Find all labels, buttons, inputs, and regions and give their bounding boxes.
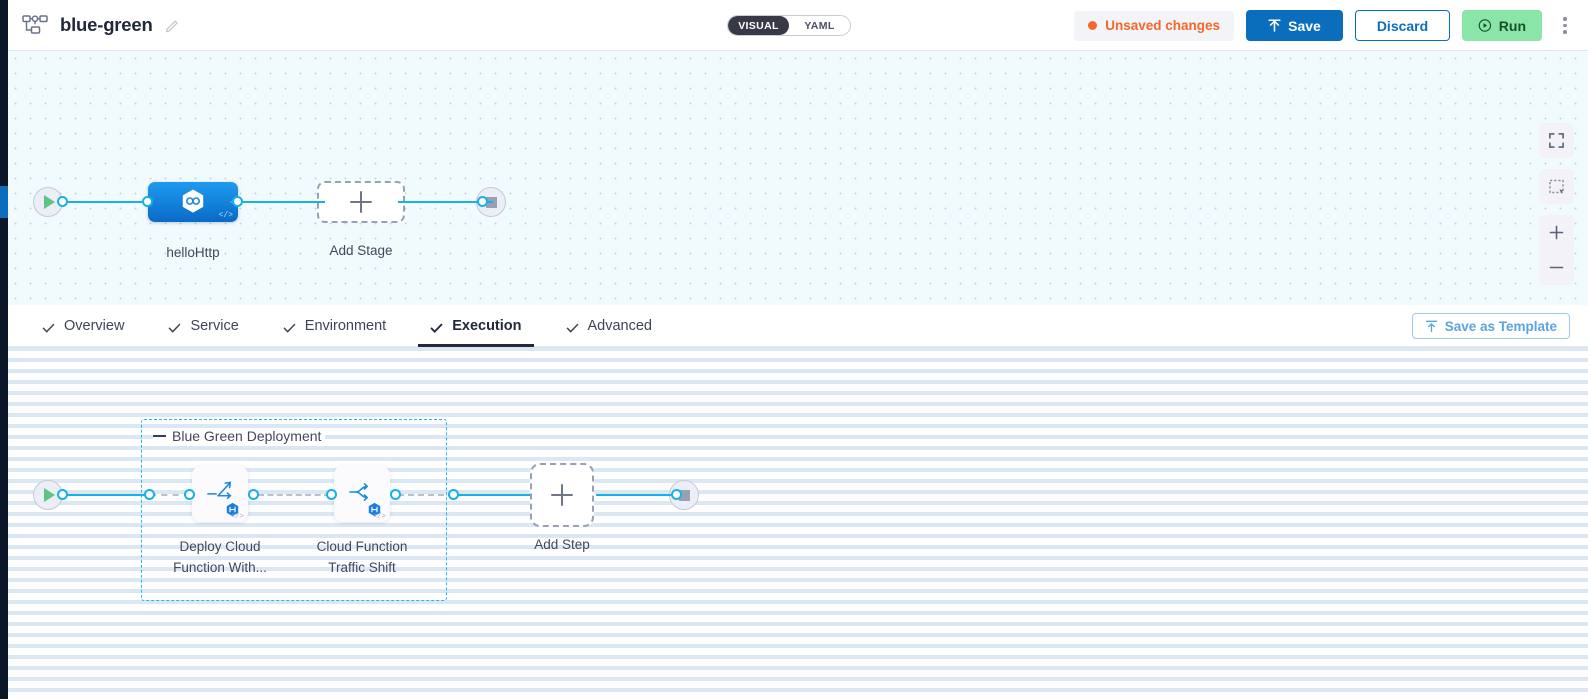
mode-toggle[interactable]: VISUAL YAML	[727, 15, 851, 36]
zoom-in-icon[interactable]	[1539, 215, 1574, 250]
pencil-icon[interactable]	[165, 17, 181, 33]
save-as-template-button[interactable]: Save as Template	[1411, 313, 1570, 339]
add-stage-label: Add Stage	[329, 243, 393, 258]
step-group-title[interactable]: Blue Green Deployment	[153, 428, 326, 444]
save-as-template-label: Save as Template	[1444, 318, 1557, 334]
tab-overview[interactable]: Overview	[20, 305, 146, 347]
deploy-cloud-function-icon	[205, 478, 235, 511]
step-node-traffic-shift[interactable]: </>	[334, 466, 390, 522]
edge-stage-to-addstage	[230, 201, 325, 203]
edge-addstep-to-end	[596, 494, 680, 496]
play-icon	[44, 195, 55, 209]
app-header: blue-green VISUAL YAML Unsaved changes S…	[0, 0, 1588, 51]
left-nav-rail	[0, 0, 8, 699]
page-title: blue-green	[60, 14, 153, 35]
step1-code-marker: </>	[230, 513, 244, 521]
check-icon	[566, 321, 579, 333]
plus-icon	[551, 484, 573, 506]
port-steps-end-in[interactable]	[671, 489, 682, 500]
play-icon	[44, 488, 55, 502]
discard-button-label: Discard	[1376, 17, 1429, 34]
edge-addstage-to-end	[398, 201, 493, 203]
plus-icon	[350, 191, 372, 213]
check-icon	[168, 321, 181, 333]
canvas-controls	[1539, 123, 1574, 285]
header-actions: Unsaved changes Save Discard Run	[1074, 0, 1574, 51]
port-step1-in[interactable]	[184, 489, 195, 500]
tab-service-label: Service	[190, 317, 239, 334]
port-stage-out[interactable]	[232, 196, 243, 207]
edge-group-to-step1	[150, 494, 190, 496]
stage-node-label: helloHttp	[166, 245, 220, 260]
stage-node-hellohttp[interactable]: </>	[148, 182, 238, 222]
step-node-deploy-cloud-function[interactable]: </>	[192, 466, 248, 522]
edge-start-to-group	[60, 494, 150, 496]
play-circle-icon	[1478, 19, 1492, 32]
tab-execution[interactable]: Execution	[408, 305, 543, 347]
check-icon	[283, 321, 296, 333]
kubernetes-badge-icon	[225, 502, 240, 517]
tab-environment-label: Environment	[304, 317, 387, 334]
port-step1-out[interactable]	[248, 489, 259, 500]
left-nav-rail-active-indicator	[0, 186, 8, 218]
config-tabbar: Overview Service Environment Execution A…	[8, 305, 1588, 347]
header-left-group: blue-green	[0, 13, 181, 37]
step-node-deploy-cloud-function-label: Deploy Cloud Function With...	[173, 539, 267, 575]
add-step-label: Add Step	[534, 537, 590, 552]
traffic-shift-icon	[347, 478, 377, 511]
run-button[interactable]: Run	[1462, 10, 1542, 41]
step2-code-marker: </>	[372, 513, 386, 521]
add-stage-button[interactable]	[317, 181, 405, 223]
unsaved-changes-badge: Unsaved changes	[1074, 10, 1234, 41]
port-steps-start-out[interactable]	[57, 489, 68, 500]
collapse-dash-icon[interactable]	[153, 435, 166, 437]
tab-environment[interactable]: Environment	[261, 305, 408, 347]
stop-icon	[678, 489, 690, 501]
save-button[interactable]: Save	[1246, 10, 1343, 41]
port-group-out[interactable]	[448, 489, 459, 500]
unsaved-changes-label: Unsaved changes	[1105, 18, 1220, 33]
discard-button[interactable]: Discard	[1355, 10, 1450, 41]
port-step2-out[interactable]	[390, 489, 401, 500]
step-group-title-label: Blue Green Deployment	[172, 428, 322, 444]
stage-code-marker: </>	[218, 211, 233, 220]
edge-start-to-stage	[60, 201, 150, 203]
hexagon-infinity-icon	[180, 188, 206, 216]
edge-step1-to-step2	[258, 494, 330, 496]
step-node-traffic-shift-label: Cloud Function Traffic Shift	[316, 539, 408, 575]
check-icon	[430, 321, 443, 333]
port-step2-in[interactable]	[326, 489, 337, 500]
template-upload-icon	[1425, 320, 1437, 332]
zoom-out-icon[interactable]	[1539, 250, 1574, 285]
port-end-in[interactable]	[477, 196, 488, 207]
upload-arrow-icon	[1268, 18, 1281, 32]
kebab-menu-icon[interactable]	[1556, 12, 1574, 40]
tab-service[interactable]: Service	[146, 305, 260, 347]
tab-overview-label: Overview	[64, 317, 125, 334]
port-group-in[interactable]	[144, 489, 155, 500]
port-start-out[interactable]	[57, 196, 68, 207]
pipeline-nodes-icon	[22, 13, 48, 37]
step-canvas[interactable]: Execution Rollback	[8, 347, 1588, 699]
stage-canvas[interactable]: </> helloHttp Add Stage	[8, 51, 1588, 305]
run-button-label: Run	[1498, 17, 1526, 34]
tab-execution-label: Execution	[452, 317, 522, 334]
select-area-icon[interactable]	[1539, 169, 1574, 204]
tab-advanced[interactable]: Advanced	[544, 305, 675, 347]
add-step-button[interactable]	[530, 463, 594, 527]
kubernetes-badge-icon	[367, 502, 382, 517]
edge-group-to-addstep	[448, 494, 530, 496]
zoom-controls	[1539, 215, 1574, 285]
tab-advanced-label: Advanced	[587, 317, 653, 334]
mode-toggle-visual[interactable]: VISUAL	[728, 16, 789, 35]
mode-toggle-yaml[interactable]: YAML	[804, 19, 835, 32]
edge-step2-to-groupout	[398, 494, 454, 496]
port-stage-in[interactable]	[142, 196, 153, 207]
step-group-blue-green[interactable]	[141, 419, 447, 601]
save-button-label: Save	[1288, 17, 1321, 34]
unsaved-dot-icon	[1088, 21, 1098, 30]
check-icon	[42, 321, 55, 333]
fullscreen-icon[interactable]	[1539, 123, 1574, 158]
